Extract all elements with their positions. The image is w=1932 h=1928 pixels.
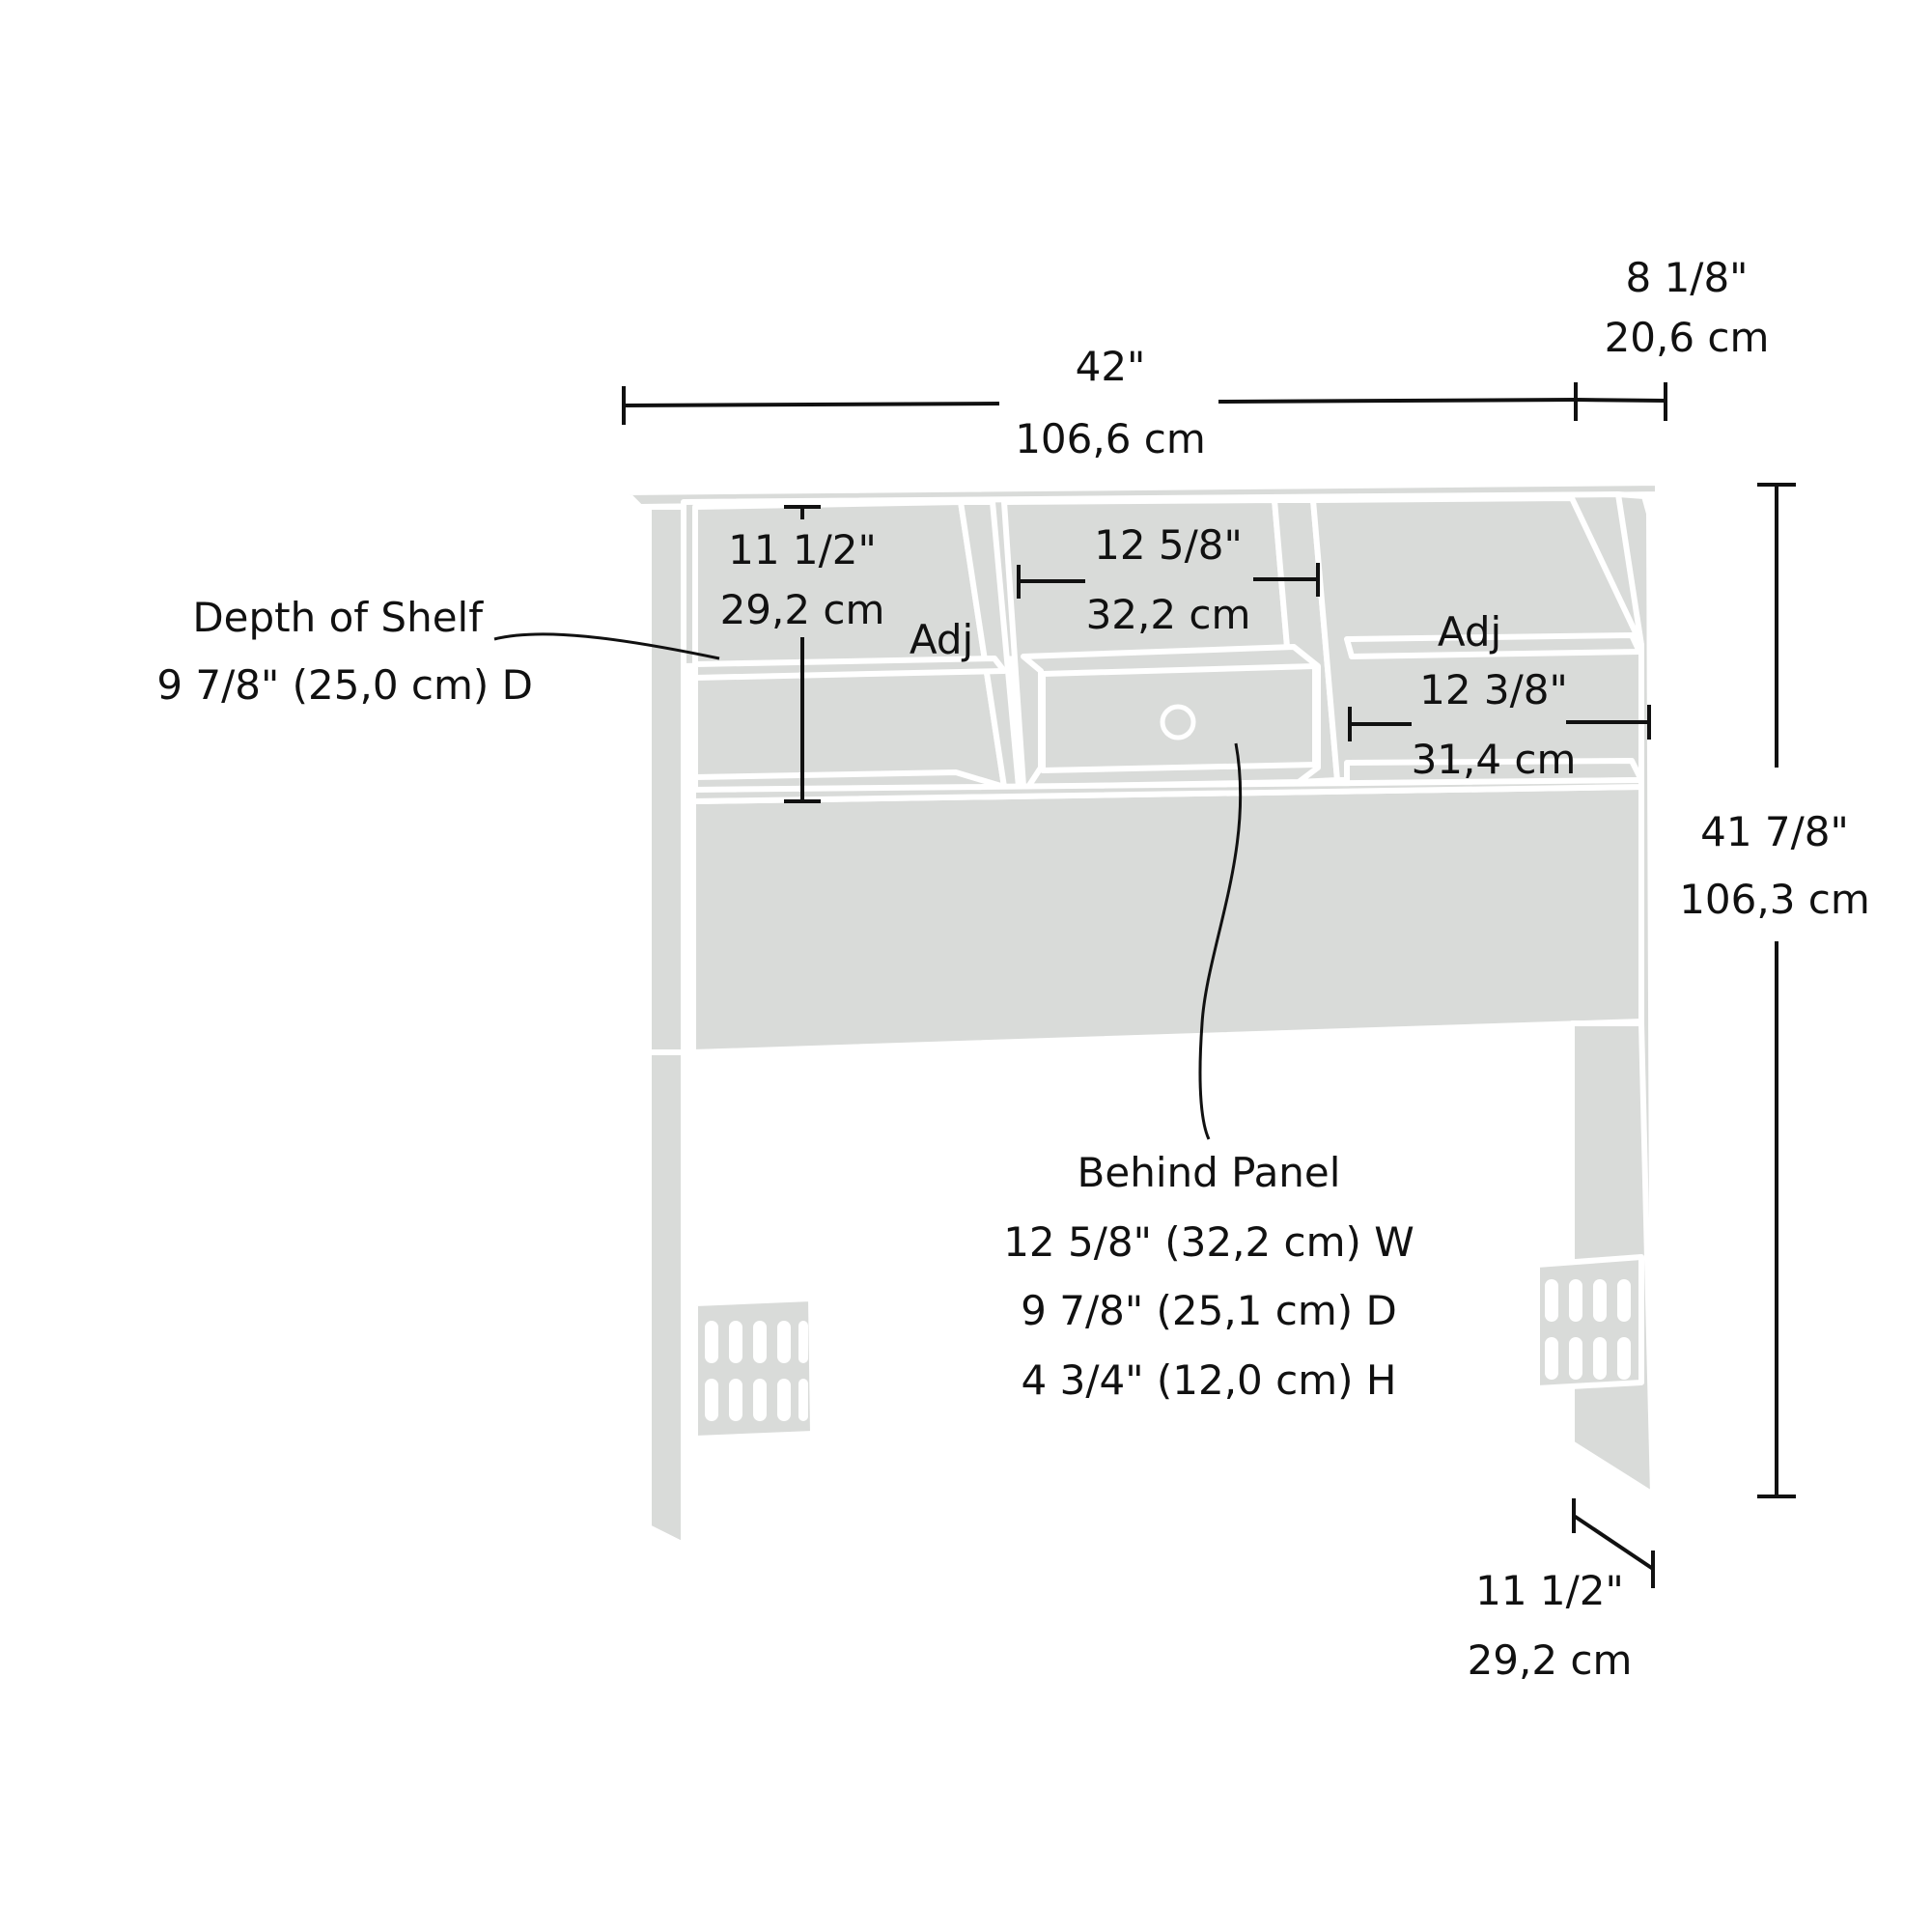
overall-width-cm: 106,6 cm (1015, 415, 1206, 462)
left-leg (646, 1049, 686, 1548)
leader-lines (493, 632, 1243, 1140)
behind-panel-height: 4 3/4" (12,0 cm) H (1021, 1356, 1397, 1404)
width-line-left (623, 402, 1000, 407)
behind-panel-width: 12 5/8" (32,2 cm) W (1003, 1218, 1414, 1266)
center-width-inches: 12 5/8" (1094, 521, 1243, 569)
opening-height-inches: 11 1/2" (728, 526, 877, 573)
shelf-depth-leader (493, 632, 720, 660)
opening-height-cm: 29,2 cm (719, 586, 885, 633)
top-depth-line (1575, 398, 1666, 403)
leg-depth-cm: 29,2 cm (1467, 1636, 1633, 1684)
top-depth-cm: 20,6 cm (1604, 314, 1770, 361)
leg-depth-inches: 11 1/2" (1475, 1567, 1624, 1614)
behind-panel-title: Behind Panel (1077, 1149, 1341, 1196)
bracket-slots (705, 1279, 1631, 1421)
right-width-inches: 12 3/8" (1419, 666, 1568, 713)
leg-depth-line (1572, 1514, 1655, 1571)
behind-panel-leader (1198, 742, 1243, 1140)
shelf-depth-value: 9 7/8" (25,0 cm) D (156, 661, 533, 709)
compartment-knob (1160, 704, 1196, 740)
shelf-depth-title: Depth of Shelf (192, 594, 483, 641)
adj-shelf-right (1344, 632, 1642, 659)
overall-height-inches: 41 7/8" (1700, 808, 1849, 855)
headboard-panel (690, 784, 1644, 1055)
dimension-lines (622, 382, 1796, 1588)
adj-shelf-left (692, 656, 1007, 681)
center-width-cm: 32,2 cm (1085, 591, 1251, 638)
adj-left-label: Adj (909, 616, 974, 663)
behind-panel-depth: 9 7/8" (25,1 cm) D (1021, 1287, 1397, 1334)
right-width-cm: 31,4 cm (1411, 736, 1577, 783)
right-bracket (1534, 1254, 1644, 1391)
cubby-trim (690, 777, 1644, 804)
overall-height-cm: 106,3 cm (1679, 876, 1870, 923)
overall-width-inches: 42" (1075, 343, 1146, 390)
width-line-right (1218, 398, 1577, 404)
headboard-furniture (623, 480, 1661, 1548)
top-depth-inches: 8 1/8" (1625, 254, 1749, 301)
adj-right-label: Adj (1437, 608, 1502, 656)
